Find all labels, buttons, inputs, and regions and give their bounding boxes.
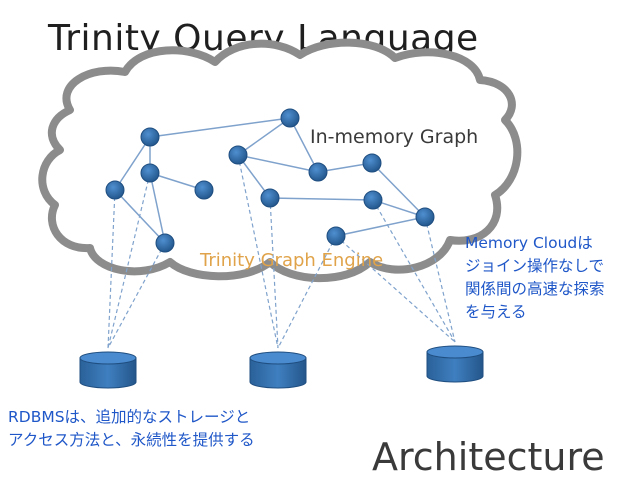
- memory-cloud-callout: Memory Cloudは ジョイン操作なしで 関係間の高速な探索 を与える: [465, 232, 633, 324]
- graph-nodes: [105, 108, 435, 253]
- graph-node: [155, 233, 175, 253]
- database-icon: [79, 351, 137, 389]
- callout-line: RDBMSは、追加的なストレージと: [8, 408, 251, 426]
- rdbms-callout: RDBMSは、追加的なストレージと アクセス方法と、永続性を提供する: [8, 406, 338, 452]
- callout-line: Memory Cloudは: [465, 234, 593, 252]
- graph-node: [140, 163, 160, 183]
- storage-link: [107, 189, 116, 349]
- rdbms-databases: [79, 345, 484, 389]
- graph-edge: [237, 154, 319, 173]
- graph-node: [415, 207, 435, 227]
- storage-links: [107, 154, 456, 349]
- in-memory-graph-label: In-memory Graph: [310, 126, 478, 148]
- graph-node: [363, 190, 383, 210]
- graph-edge: [237, 117, 291, 156]
- graph-node: [140, 127, 160, 147]
- graph-edge: [114, 136, 151, 191]
- storage-link: [372, 199, 456, 343]
- storage-link: [107, 172, 151, 349]
- graph-edge: [149, 117, 291, 138]
- graph-edge: [149, 172, 166, 244]
- graph-node: [280, 108, 300, 128]
- callout-line: ジョイン操作なしで: [465, 257, 605, 275]
- graph-edge: [371, 162, 426, 218]
- graph-edge: [289, 117, 319, 173]
- graph-node: [260, 188, 280, 208]
- storage-link: [277, 235, 337, 349]
- architecture-label: Architecture: [372, 435, 605, 479]
- storage-link: [335, 235, 456, 343]
- graph-node: [228, 145, 248, 165]
- storage-link: [107, 242, 166, 349]
- callout-line: 関係間の高速な探索: [465, 280, 605, 298]
- graph-node: [105, 180, 125, 200]
- graph-engine-label: Trinity Graph Engine: [199, 250, 383, 271]
- graph-edge: [269, 197, 374, 201]
- callout-line: を与える: [465, 303, 527, 321]
- database-icon: [249, 351, 307, 389]
- graph-edge: [335, 216, 426, 237]
- callout-line: アクセス方法と、永続性を提供する: [8, 431, 255, 449]
- storage-link: [424, 216, 456, 343]
- graph-node: [194, 180, 214, 200]
- graph-node: [308, 162, 328, 182]
- database-icon: [426, 345, 484, 383]
- storage-link: [237, 154, 279, 349]
- graph-node: [362, 153, 382, 173]
- in-memory-cloud: [38, 38, 522, 283]
- graph-node: [326, 226, 346, 246]
